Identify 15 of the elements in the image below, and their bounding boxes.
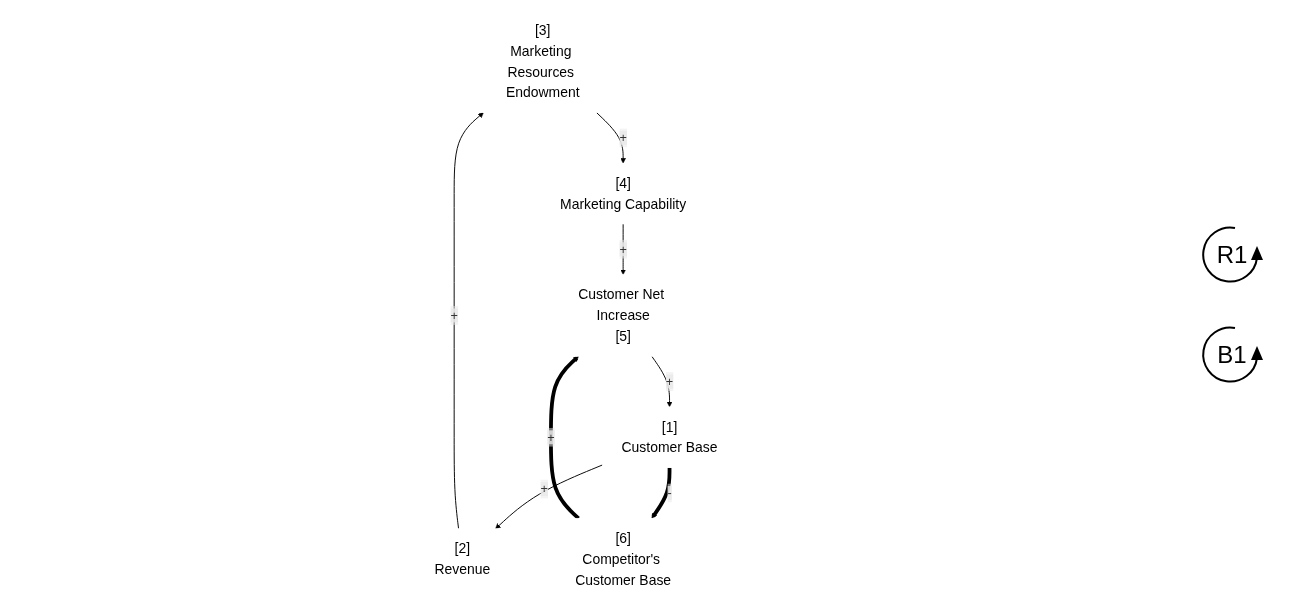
edge-label: +	[450, 308, 458, 323]
node-text: Customer Net Increase [5]	[578, 286, 665, 345]
loop-label: B1	[1217, 341, 1247, 369]
edge-label: -	[667, 486, 672, 500]
node-text: [3] Marketing Resources Endowment	[505, 22, 580, 101]
node-text: [4] Marketing Capability	[560, 175, 687, 212]
edge-label: +	[619, 242, 627, 257]
node-text: [1] Customer Base	[621, 418, 718, 456]
edge-label: +	[547, 430, 555, 445]
edge-label: +	[619, 130, 627, 145]
node-text: [2] Revenue	[434, 540, 491, 578]
edge-label: +	[665, 374, 674, 389]
edge-label: +	[540, 482, 548, 496]
node-text: [6] Competitor's Customer Base	[575, 530, 672, 588]
loop-label: R1	[1216, 241, 1248, 269]
